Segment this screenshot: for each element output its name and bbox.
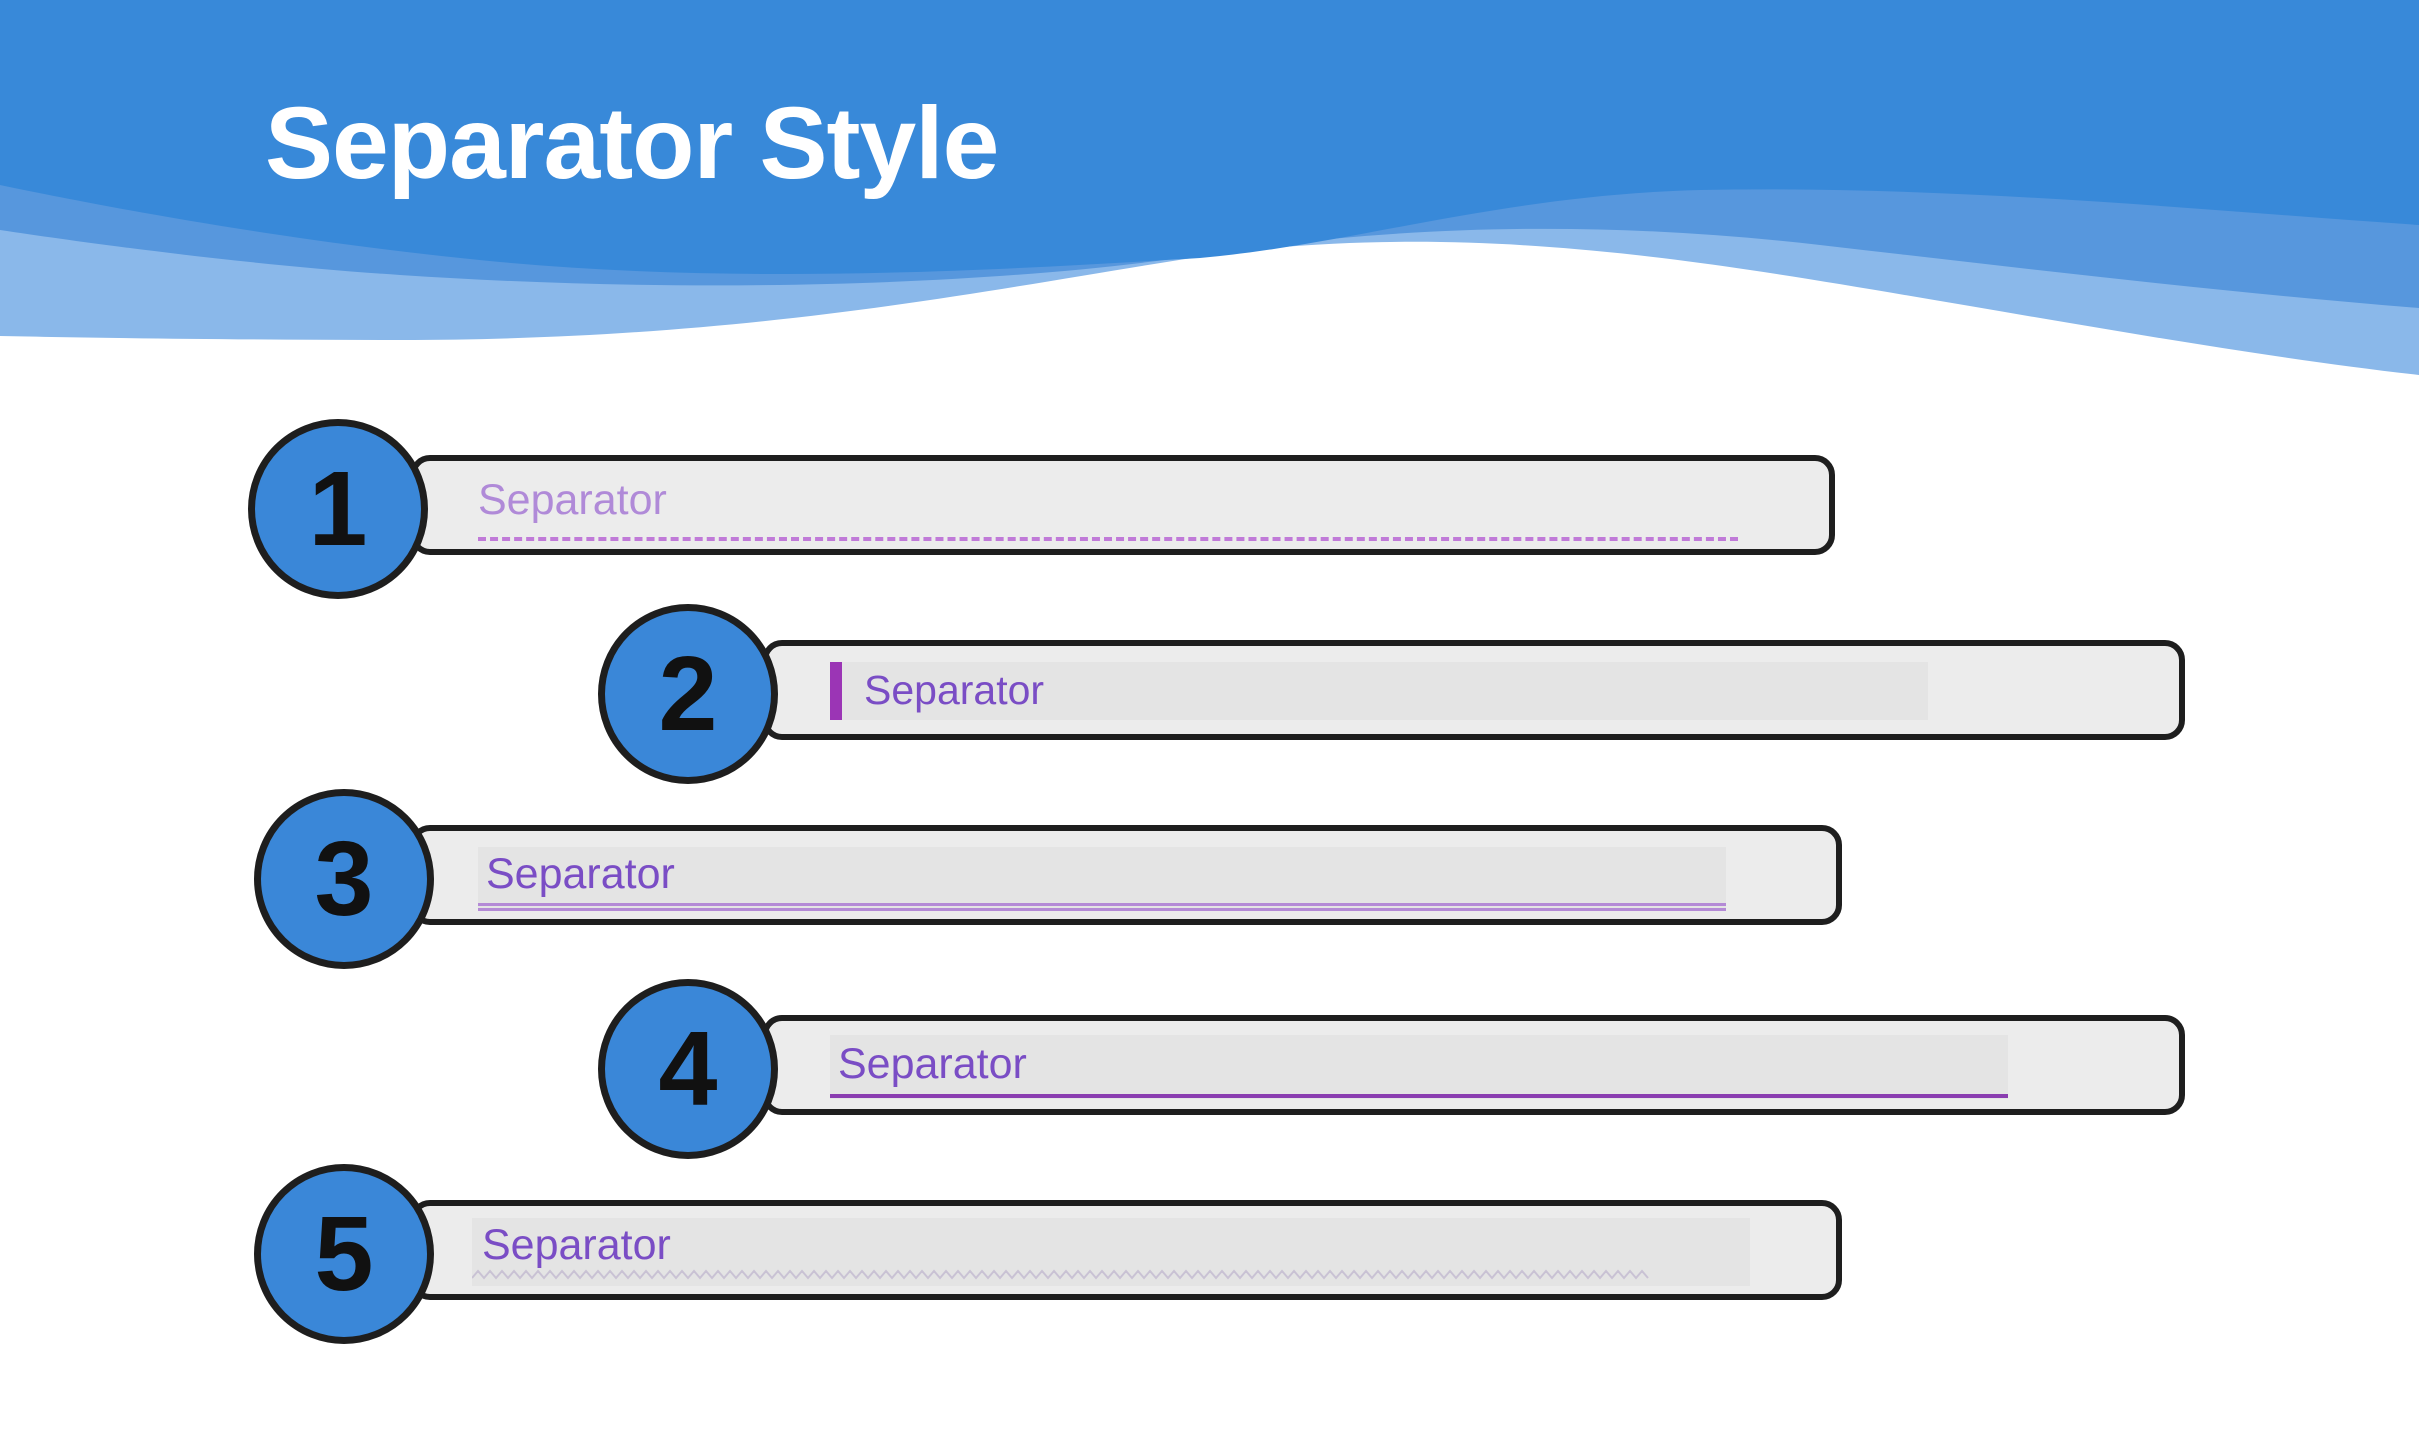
dashed-separator — [478, 537, 1738, 541]
number-badge-2: 2 — [598, 604, 778, 784]
separator-label-2: Separator — [864, 667, 1045, 713]
solid-line-separator — [830, 1094, 2008, 1098]
number-badge-1: 1 — [248, 419, 428, 599]
separator-label-5: Separator — [482, 1221, 671, 1269]
separator-card-1[interactable]: Separator — [410, 455, 1835, 555]
wavy-separator — [472, 1269, 1649, 1280]
number-badge-3: 3 — [254, 789, 434, 969]
separator-field-5: Separator — [472, 1218, 1750, 1286]
separator-card-5[interactable]: Separator — [410, 1200, 1842, 1300]
page-title: Separator Style — [265, 86, 999, 200]
number-badge-4: 4 — [598, 979, 778, 1159]
separator-label-3: Separator — [486, 850, 675, 898]
left-bar-separator — [830, 662, 842, 720]
double-line-separator — [478, 903, 1726, 911]
separator-card-4[interactable]: Separator — [762, 1015, 2185, 1115]
separator-label-4: Separator — [838, 1040, 1027, 1088]
separator-card-3[interactable]: Separator — [410, 825, 1842, 925]
number-badge-5: 5 — [254, 1164, 434, 1344]
separator-field-4: Separator — [830, 1035, 2008, 1099]
separator-card-2[interactable]: Separator — [762, 640, 2185, 740]
wave-background — [0, 0, 2419, 380]
separator-field-2: Separator — [830, 662, 1928, 720]
separator-field-3: Separator — [478, 847, 1726, 911]
header-banner: Separator Style — [0, 0, 2419, 380]
separator-label-1: Separator — [478, 476, 667, 524]
